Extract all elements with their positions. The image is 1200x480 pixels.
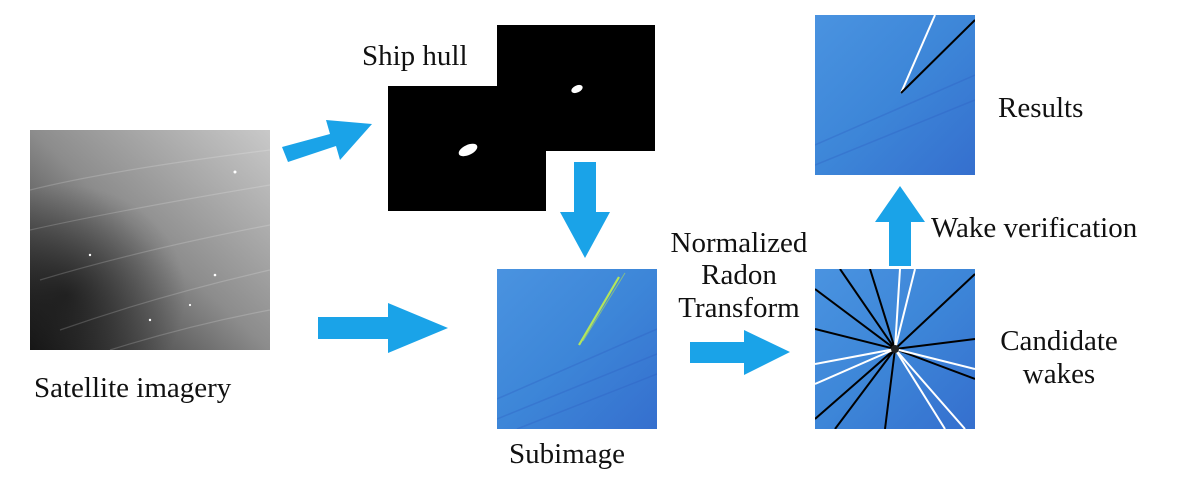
arrow-to-candidate-wakes (690, 330, 790, 375)
satellite-imagery-image (30, 130, 270, 350)
normalized-radon-transform-label: Normalized Radon Transform (650, 227, 828, 324)
arrow-up-to-results (875, 186, 925, 266)
subimage-image (497, 269, 657, 429)
ship-hull-image-front (388, 86, 546, 211)
wake-verification-label: Wake verification (931, 212, 1138, 244)
nrt-line-3: Transform (678, 291, 800, 324)
candidate-wakes-label: Candidate wakes (1000, 325, 1118, 392)
candidate-wakes-image (815, 269, 975, 429)
arrow-to-ship-hull (282, 120, 372, 162)
arrow-to-subimage (318, 303, 448, 353)
results-label: Results (998, 92, 1084, 124)
results-image (815, 15, 975, 175)
satellite-imagery-label: Satellite imagery (34, 372, 232, 404)
nrt-line-2: Radon (701, 259, 777, 292)
arrow-down-to-subimage (560, 162, 610, 258)
subimage-label: Subimage (509, 438, 625, 470)
candidate-line-2: wakes (1022, 358, 1096, 391)
ship-hull-label: Ship hull (362, 40, 468, 72)
nrt-line-1: Normalized (670, 227, 808, 259)
candidate-line-1: Candidate (1000, 325, 1118, 357)
